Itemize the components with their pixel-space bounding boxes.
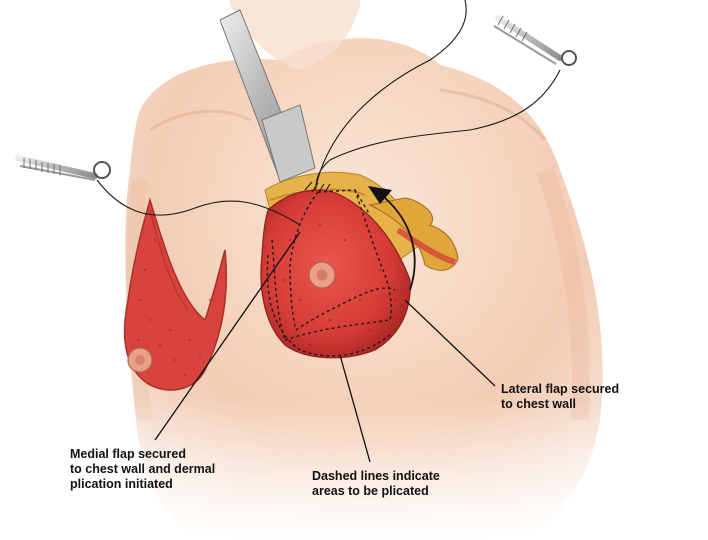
suture-threads	[96, 0, 561, 226]
medial-flap-label-line-1: Medial flap secured	[70, 447, 187, 461]
dashed-lines-label-line-1: Dashed lines indicate	[312, 469, 440, 483]
medial-flap-label: Medial flap secured to chest wall and de…	[70, 447, 215, 492]
leader-lines	[154, 231, 496, 463]
dashed-lines-label-line-2: areas to be plicated	[312, 484, 429, 498]
medial-flap-label-line-3: plication initiated	[70, 477, 173, 491]
lateral-flap-label-line-2: to chest wall	[501, 397, 577, 411]
left-breast-flap	[123, 197, 228, 391]
left-hemostat	[15, 155, 111, 181]
right-hemostat	[493, 15, 577, 66]
dashed-lines-label: Dashed lines indicate areas to be plicat…	[312, 469, 440, 499]
lateral-flap-label-line-1: Lateral flap secured	[501, 382, 620, 396]
retractor	[219, 9, 316, 183]
medial-flap-label-line-2: to chest wall and dermal	[70, 462, 216, 476]
lateral-flap-label: Lateral flap secured to chest wall	[501, 382, 619, 412]
curved-arrow	[368, 186, 416, 291]
